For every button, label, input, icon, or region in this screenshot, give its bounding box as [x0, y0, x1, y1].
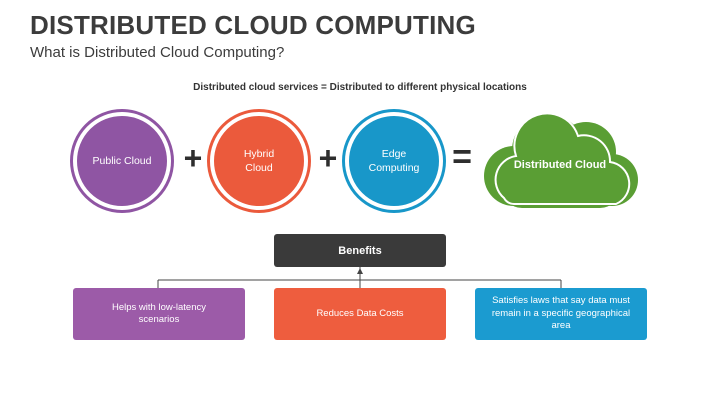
hybrid-cloud-label: Hybrid Cloud — [243, 147, 275, 174]
hybrid-cloud-circle: Hybrid Cloud — [210, 112, 308, 210]
benefits-heading-box: Benefits — [274, 234, 446, 267]
public-cloud-label: Public Cloud — [92, 154, 152, 167]
benefit-low-latency: Helps with low-latency scenarios — [73, 288, 245, 340]
equation-caption: Distributed cloud services = Distributed… — [193, 82, 527, 93]
distributed-cloud-shape: Distributed Cloud — [478, 106, 642, 218]
equals-operator: = — [452, 138, 472, 176]
benefit-text: Helps with low-latency scenarios — [112, 301, 206, 325]
plus-operator: + — [183, 140, 203, 176]
edge-computing-circle: Edge Computing — [345, 112, 443, 210]
benefits-heading: Benefits — [338, 244, 382, 257]
plus-operator: + — [318, 140, 338, 176]
slide-title: DISTRIBUTED CLOUD COMPUTING — [30, 10, 476, 40]
public-cloud-circle: Public Cloud — [73, 112, 171, 210]
benefit-text: Reduces Data Costs — [316, 307, 404, 319]
cloud-icon — [484, 112, 638, 208]
benefit-data-residency: Satisfies laws that say data must remain… — [475, 288, 647, 340]
benefit-data-costs: Reduces Data Costs — [274, 288, 446, 340]
slide-subtitle: What is Distributed Cloud Computing? — [30, 44, 285, 61]
distributed-cloud-label: Distributed Cloud — [513, 159, 607, 171]
benefit-text: Satisfies laws that say data must remain… — [491, 295, 631, 332]
edge-computing-label: Edge Computing — [368, 147, 420, 174]
